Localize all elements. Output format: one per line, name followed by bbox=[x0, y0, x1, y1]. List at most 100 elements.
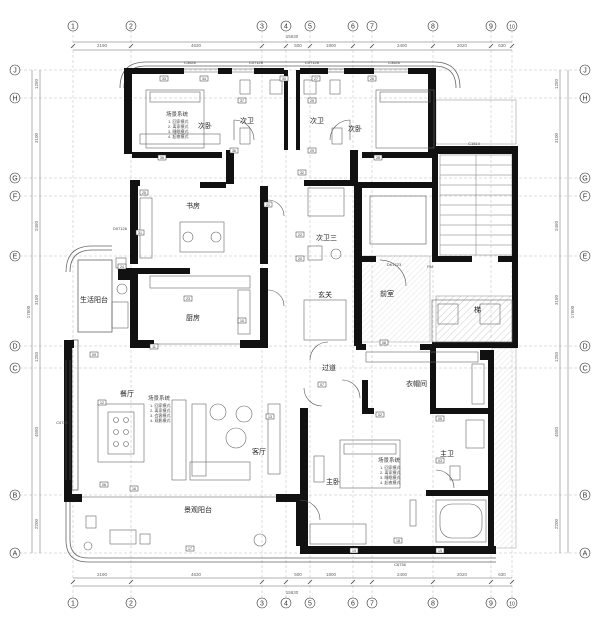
node-number: 15 bbox=[438, 549, 442, 553]
opening-tags: C3626 C07126 C07126 C3626 C1514 D07126 D… bbox=[56, 60, 481, 567]
node-number: 03 bbox=[438, 459, 442, 463]
dim-top-seg-5: 2400 bbox=[397, 43, 408, 48]
dim-top-seg-1: 2190 bbox=[97, 43, 108, 48]
node-number: 16 bbox=[132, 487, 136, 491]
room-label-kitchen: 厨房 bbox=[186, 313, 200, 322]
node-number: 10 bbox=[240, 319, 244, 323]
dim-right-seg-7: 2200 bbox=[554, 518, 559, 529]
dim-right-seg-3: 2450 bbox=[554, 220, 559, 231]
node-number: 33 bbox=[162, 77, 166, 81]
tag: C3626 bbox=[184, 60, 197, 65]
room-label-living: 客厅 bbox=[252, 447, 266, 456]
axis-top-4: 4 bbox=[284, 24, 288, 31]
axis-top-2: 2 bbox=[129, 24, 133, 31]
axis-bottom-1: 1 bbox=[71, 601, 75, 608]
dim-bottom-seg-6: 2020 bbox=[457, 572, 468, 577]
tag: DK1723 bbox=[387, 262, 402, 267]
stair-treads bbox=[439, 154, 513, 256]
dim-right-seg-4: 3150 bbox=[554, 294, 559, 305]
axis-bottom-8: 8 bbox=[431, 601, 435, 608]
axis-top-7: 7 bbox=[370, 24, 374, 31]
dim-bottom-seg-3: 500 bbox=[294, 572, 302, 577]
node-number: 29 bbox=[310, 149, 314, 153]
node-number: 18 bbox=[396, 539, 400, 543]
node-number: 35 bbox=[160, 156, 164, 160]
room-label-dining: 餐厅 bbox=[120, 389, 134, 398]
dim-left-seg-4: 3150 bbox=[34, 294, 39, 305]
node-number: 32 bbox=[300, 171, 304, 175]
node-number: 06 bbox=[102, 483, 106, 487]
tag: C07126 bbox=[305, 60, 320, 65]
axis-right-D: D bbox=[582, 344, 587, 351]
scene-line: 2. 离家模式 bbox=[168, 123, 188, 129]
dim-bottom-seg-4: 1800 bbox=[326, 572, 337, 577]
hatch-areas bbox=[354, 99, 517, 549]
scene-block-1: 场景系统 1. 回家模式 2. 离家模式 3. 睡眠模式 4. 起夜模式 bbox=[166, 110, 189, 139]
node-number-labels: 33 34 37 30 29 26 27 36 29 35 28 32 25 3… bbox=[92, 77, 442, 553]
scene-title: 场景系统 bbox=[148, 394, 171, 402]
dim-left-total: 17600 bbox=[26, 305, 31, 318]
dimension-ticks bbox=[70, 43, 515, 585]
room-labels: 次卧 次卫 次卫 次卧 书房 次卫三 厨房 生活阳台 玄关 前室 过道 衣帽间 … bbox=[80, 116, 481, 514]
scene-line: 3. 会客模式 bbox=[150, 412, 170, 418]
scene-line: 3. 睡眠模式 bbox=[380, 474, 400, 480]
room-label-bath3: 次卫三 bbox=[316, 233, 337, 242]
room-label-master: 主卧 bbox=[326, 477, 340, 486]
axis-bottom-6: 6 bbox=[351, 601, 355, 608]
tag: FM bbox=[427, 264, 433, 269]
dim-left-seg-7: 2200 bbox=[34, 518, 39, 529]
dim-left-seg-1: 1250 bbox=[34, 78, 39, 89]
axis-top-3: 3 bbox=[260, 24, 264, 31]
tag: C6736 bbox=[394, 562, 407, 567]
axis-right-A: A bbox=[583, 551, 588, 558]
axis-right-F: F bbox=[583, 194, 587, 201]
walls bbox=[64, 68, 518, 554]
axis-right-H: H bbox=[582, 96, 587, 103]
node-number: 08 bbox=[382, 341, 386, 345]
scene-title: 场景系统 bbox=[378, 456, 401, 464]
node-number: 29 bbox=[310, 99, 314, 103]
axis-bottom-2: 2 bbox=[129, 601, 133, 608]
dimension-lines bbox=[31, 41, 569, 587]
door-swings bbox=[233, 119, 455, 521]
node-number: 31 bbox=[138, 231, 142, 235]
scene-line: 3. 睡眠模式 bbox=[168, 128, 188, 134]
window-marks bbox=[65, 68, 408, 498]
node-number: 25 bbox=[142, 191, 146, 195]
axis-top-5: 5 bbox=[308, 24, 312, 31]
scene-block-2: 场景系统 1. 回家模式 2. 离家模式 3. 会客模式 4. 观影模式 bbox=[148, 394, 171, 423]
room-label-secbed-left: 次卧 bbox=[198, 121, 212, 130]
axis-right-E: E bbox=[583, 254, 588, 261]
axis-bottom-9: 9 bbox=[489, 601, 493, 608]
axis-left-E: E bbox=[13, 254, 18, 261]
scene-line: 4. 起夜模式 bbox=[380, 479, 400, 485]
dim-bottom-seg-7: 630 bbox=[498, 572, 506, 577]
scene-line: 1. 回家模式 bbox=[380, 464, 400, 470]
node-number: 09 bbox=[92, 353, 96, 357]
scene-line: 1. 回家模式 bbox=[168, 118, 188, 124]
node-number: 34 bbox=[202, 77, 206, 81]
dim-left-seg-5: 1250 bbox=[34, 351, 39, 362]
tag: C1514 bbox=[468, 141, 481, 146]
dim-right-seg-6: 4550 bbox=[554, 426, 559, 437]
axis-left-J: J bbox=[13, 68, 17, 75]
axis-left-D: D bbox=[12, 344, 17, 351]
axis-left-C: C bbox=[12, 366, 17, 373]
room-label-secbath-left: 次卫 bbox=[240, 116, 254, 125]
room-label-hall: 过道 bbox=[322, 363, 336, 372]
node-number: 28 bbox=[376, 156, 380, 160]
dimension-text: 15630 2190 4630 500 1800 2400 2020 630 1… bbox=[26, 34, 575, 595]
scene-line: 2. 离家模式 bbox=[150, 407, 170, 413]
axis-left-H: H bbox=[12, 96, 17, 103]
node-number: 22 bbox=[298, 233, 302, 237]
axis-bottom-7: 7 bbox=[370, 601, 374, 608]
tag: D07126 bbox=[113, 226, 128, 231]
dim-right-total: 17600 bbox=[570, 305, 575, 318]
dim-bottom-total: 15630 bbox=[286, 590, 299, 595]
axis-top-1: 1 bbox=[71, 24, 75, 31]
node-number: 21 bbox=[266, 203, 270, 207]
axis-top-8: 8 bbox=[431, 24, 435, 31]
axis-bottom-3: 3 bbox=[260, 601, 264, 608]
node-number: 36 bbox=[232, 149, 236, 153]
